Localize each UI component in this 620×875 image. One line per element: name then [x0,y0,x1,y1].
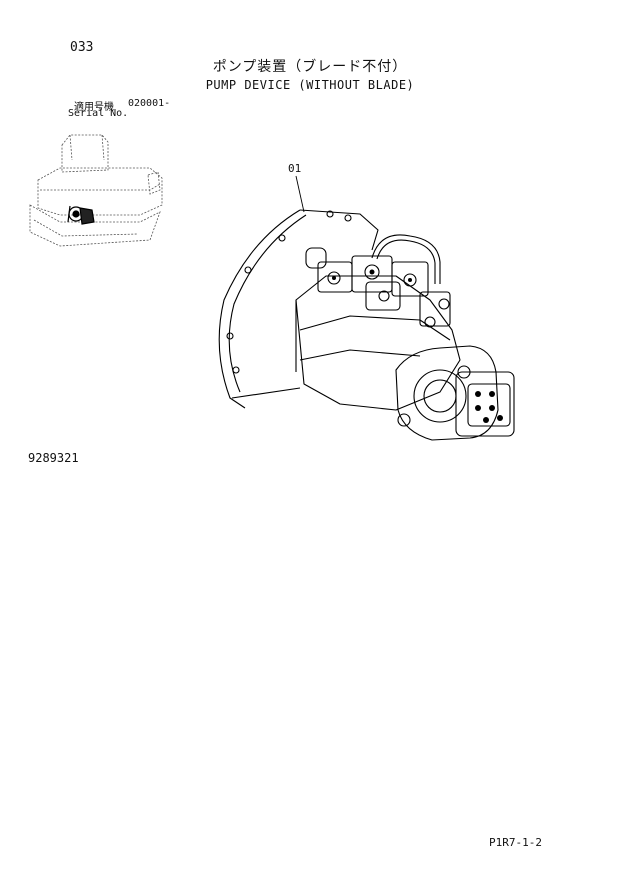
page-number: 033 [70,40,94,55]
drawing-number: 9289321 [28,451,79,465]
callout-leader-line [295,175,305,213]
callout-number: 01 [288,162,302,175]
serial-code: 020001- [128,98,171,109]
pump-location-marker [67,205,95,225]
serial-label-english: Serial No. [68,108,129,119]
page-reference: P1R7-1-2 [489,836,542,849]
serial-label-japanese: 適用号機 [74,102,114,113]
title-japanese: ポンプ装置（ブレード不付） [212,59,408,75]
title-english: PUMP DEVICE (WITHOUT BLADE) [205,78,415,92]
